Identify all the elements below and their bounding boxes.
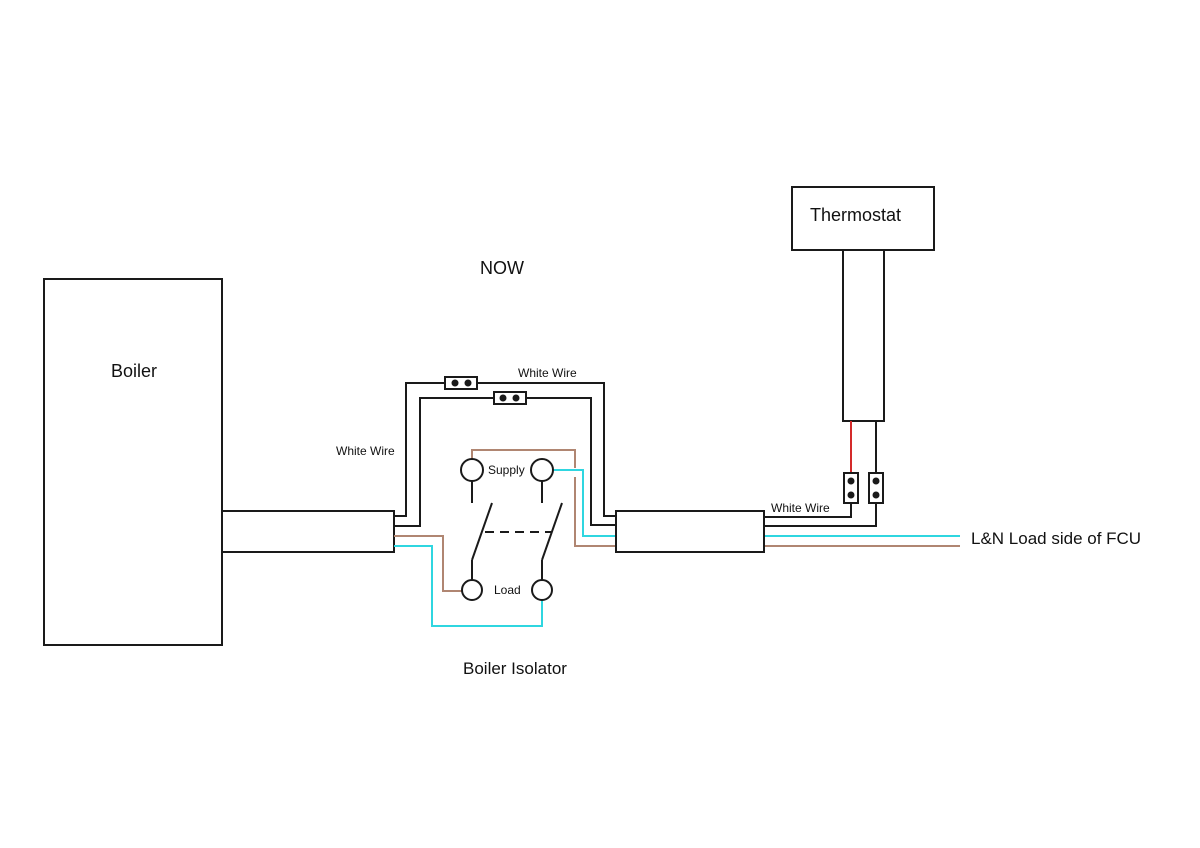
boiler-isolator: Supply Load Boiler Isolator (460, 458, 567, 678)
blue-wire-boiler-to-load (394, 545, 543, 627)
white-wire-label-top: White Wire (518, 366, 577, 380)
white-wire-label-right: White Wire (771, 501, 830, 515)
thermostat-body (791, 186, 935, 251)
connector-block-lower (493, 391, 527, 405)
junction-cable (615, 510, 765, 553)
thermostat-label: Thermostat (810, 205, 901, 225)
connector-block-top (444, 376, 478, 390)
load-label: Load (494, 583, 521, 597)
isolator-label: Boiler Isolator (463, 659, 567, 678)
switch-blade-left (471, 502, 493, 561)
blue-wire-supply-to-junction (553, 469, 616, 537)
boiler: Boiler (43, 278, 223, 646)
white-wire-to-thermostat-left (764, 503, 852, 518)
blue-wires (394, 469, 960, 627)
outer-white-wire (394, 382, 616, 517)
boiler-cable (221, 510, 395, 553)
supply-terminal-left (460, 458, 484, 482)
load-terminal-right (531, 579, 553, 601)
white-wire-loops (394, 376, 616, 527)
boiler-body (43, 278, 223, 646)
thermostat-cable (842, 249, 885, 422)
connector-block-thermostat-right (868, 472, 884, 504)
thermostat: Thermostat (791, 186, 935, 422)
diagram-heading: NOW (480, 258, 524, 278)
supply-label: Supply (488, 463, 525, 477)
connector-block-thermostat-left (843, 472, 859, 504)
brown-wire-to-junction (574, 477, 616, 547)
load-terminal-left (461, 579, 483, 601)
white-wire-label-left: White Wire (336, 444, 395, 458)
boiler-label: Boiler (111, 361, 157, 381)
white-wire-to-thermostat-right (764, 503, 877, 527)
brown-wire-boiler-to-load (394, 535, 462, 592)
fcu-label: L&N Load side of FCU (971, 529, 1141, 548)
supply-terminal-right (530, 458, 554, 482)
